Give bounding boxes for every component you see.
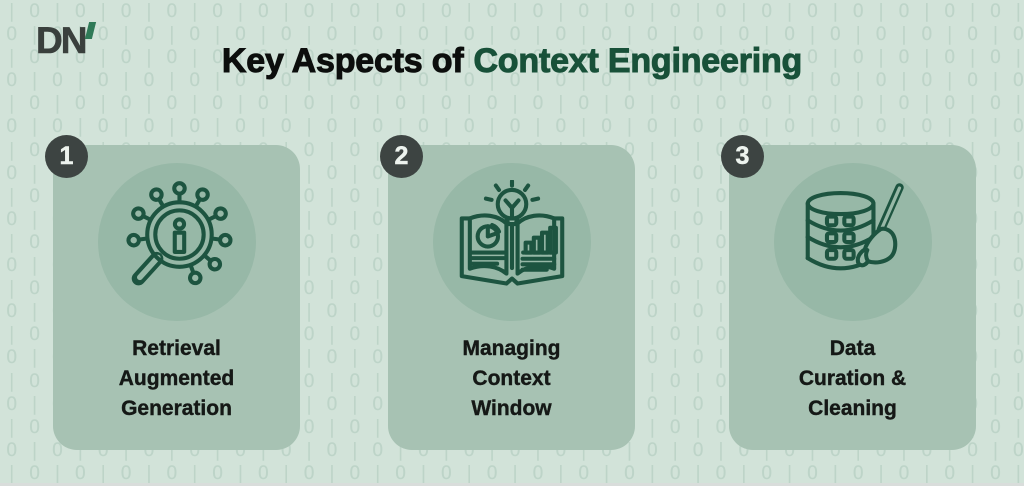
title-prefix: Key Aspects of (221, 42, 464, 81)
icon-circle (97, 163, 256, 321)
context-window-book-icon (459, 180, 564, 286)
card-number-badge: 1 (45, 135, 88, 178)
card-managing-context-window: 2 (380, 135, 635, 450)
logo: DN (36, 20, 97, 62)
card-retrieval-augmented-generation: 1 (45, 135, 300, 450)
icon-circle (773, 163, 932, 321)
card-label-line: Context (472, 367, 551, 390)
card-label-line: Data (829, 337, 876, 360)
card-label: Retrieval Augmented Generation (53, 334, 300, 424)
card-number: 2 (394, 142, 409, 171)
card-number: 3 (735, 142, 750, 171)
card-label-line: Augmented (118, 367, 235, 390)
card-label: Managing Context Window (388, 334, 635, 424)
card-number-badge: 2 (380, 135, 423, 178)
title-highlight: Context Engineering (473, 42, 803, 81)
card-label-line: Window (471, 397, 552, 420)
card-label-line: Managing (462, 337, 561, 360)
card-label-line: Retrieval (132, 337, 221, 360)
card-label-line: Generation (121, 397, 232, 420)
card-label-line: Curation & (798, 367, 907, 390)
bottom-edge-strip (0, 483, 1024, 486)
icon-circle (432, 163, 591, 321)
card-label-line: Cleaning (808, 397, 897, 420)
data-curation-database-icon (805, 183, 904, 271)
card-label: Data Curation & Cleaning (729, 334, 976, 424)
rag-search-icon (125, 181, 233, 286)
card-number: 1 (59, 142, 74, 171)
card-data-curation-cleaning: 3 (721, 135, 976, 450)
card-number-badge: 3 (721, 135, 764, 178)
logo-text: DN (36, 20, 88, 62)
